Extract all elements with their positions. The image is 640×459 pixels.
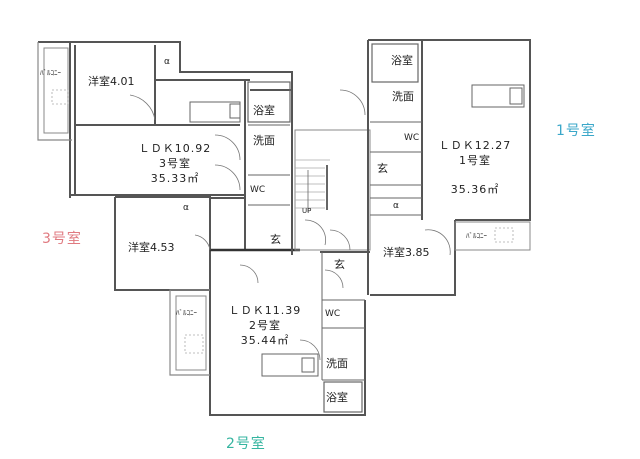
unit2-wc-label: WC (325, 309, 341, 319)
unit1-area: 35.36㎡ (450, 183, 500, 196)
unit1-entrance-label: 玄 (377, 162, 388, 175)
unit3-ldk-size: ＬＤＫ10.92 (138, 142, 212, 155)
unit2-name: 2号室 (249, 319, 281, 332)
unit3-entrance-label: 玄 (270, 233, 281, 246)
unit2-washroom-label: 洗面 (326, 357, 348, 370)
unit3-area: 35.33㎡ (150, 172, 200, 185)
unit1-external-label: 1号室 (556, 123, 596, 139)
unit3-ldk-block: ＬＤＫ10.92 3号室 35.33㎡ (120, 141, 230, 186)
unit3-bedroom1-label: 洋室4.01 (88, 75, 135, 88)
unit3-washroom-label: 洗面 (253, 134, 275, 147)
unit2-ldk-size: ＬＤＫ11.39 (228, 304, 302, 317)
unit2-external-label: 2号室 (226, 436, 266, 452)
unit2-entrance-label: 玄 (334, 258, 345, 271)
unit3-balcony-label: ﾊﾞﾙｺﾆｰ (40, 69, 61, 77)
unit1-ldk-size: ＬＤＫ12.27 (438, 139, 512, 152)
unit2-ldk-block: ＬＤＫ11.39 2号室 35.44㎡ (215, 303, 315, 348)
unit3-external-label: 3号室 (42, 231, 82, 247)
stairs-up-label: UP (302, 207, 312, 215)
unit1-bath-label: 浴室 (391, 54, 413, 67)
unit1-name: 1号室 (459, 154, 491, 167)
unit3-name: 3号室 (159, 157, 191, 170)
unit3-bath-label: 浴室 (253, 104, 275, 117)
unit1-storage-label: α (393, 201, 399, 211)
unit1-balcony-label: ﾊﾞﾙｺﾆｰ (466, 232, 487, 240)
unit3-bedroom2-label: 洋室4.53 (128, 241, 175, 254)
unit2-balcony-label: ﾊﾞﾙｺﾆｰ (176, 309, 197, 317)
unit1-washroom-label: 洗面 (392, 90, 414, 103)
unit2-bath-label: 浴室 (326, 391, 348, 404)
unit1-bedroom-label: 洋室3.85 (383, 246, 430, 259)
unit1-ldk-block: ＬＤＫ12.27 1号室 35.36㎡ (420, 138, 530, 197)
unit1-wc-label: WC (404, 133, 420, 143)
unit3-storage1-label: α (164, 57, 170, 67)
unit2-area: 35.44㎡ (240, 334, 290, 347)
unit3-wc-label: WC (250, 185, 266, 195)
unit3-storage2-label: α (183, 203, 189, 213)
